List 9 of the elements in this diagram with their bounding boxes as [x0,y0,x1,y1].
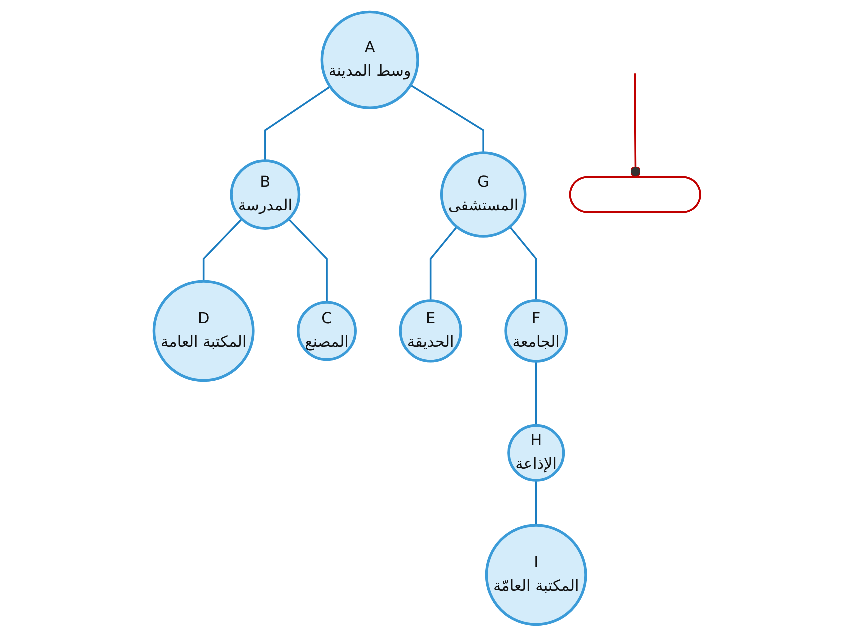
connector [410,84,485,153]
connector [430,226,458,301]
connector [264,86,331,161]
connector [630,74,642,178]
connector [536,480,538,526]
connector [536,362,538,426]
connector [203,218,243,282]
connector [510,226,538,301]
connector [288,218,328,303]
